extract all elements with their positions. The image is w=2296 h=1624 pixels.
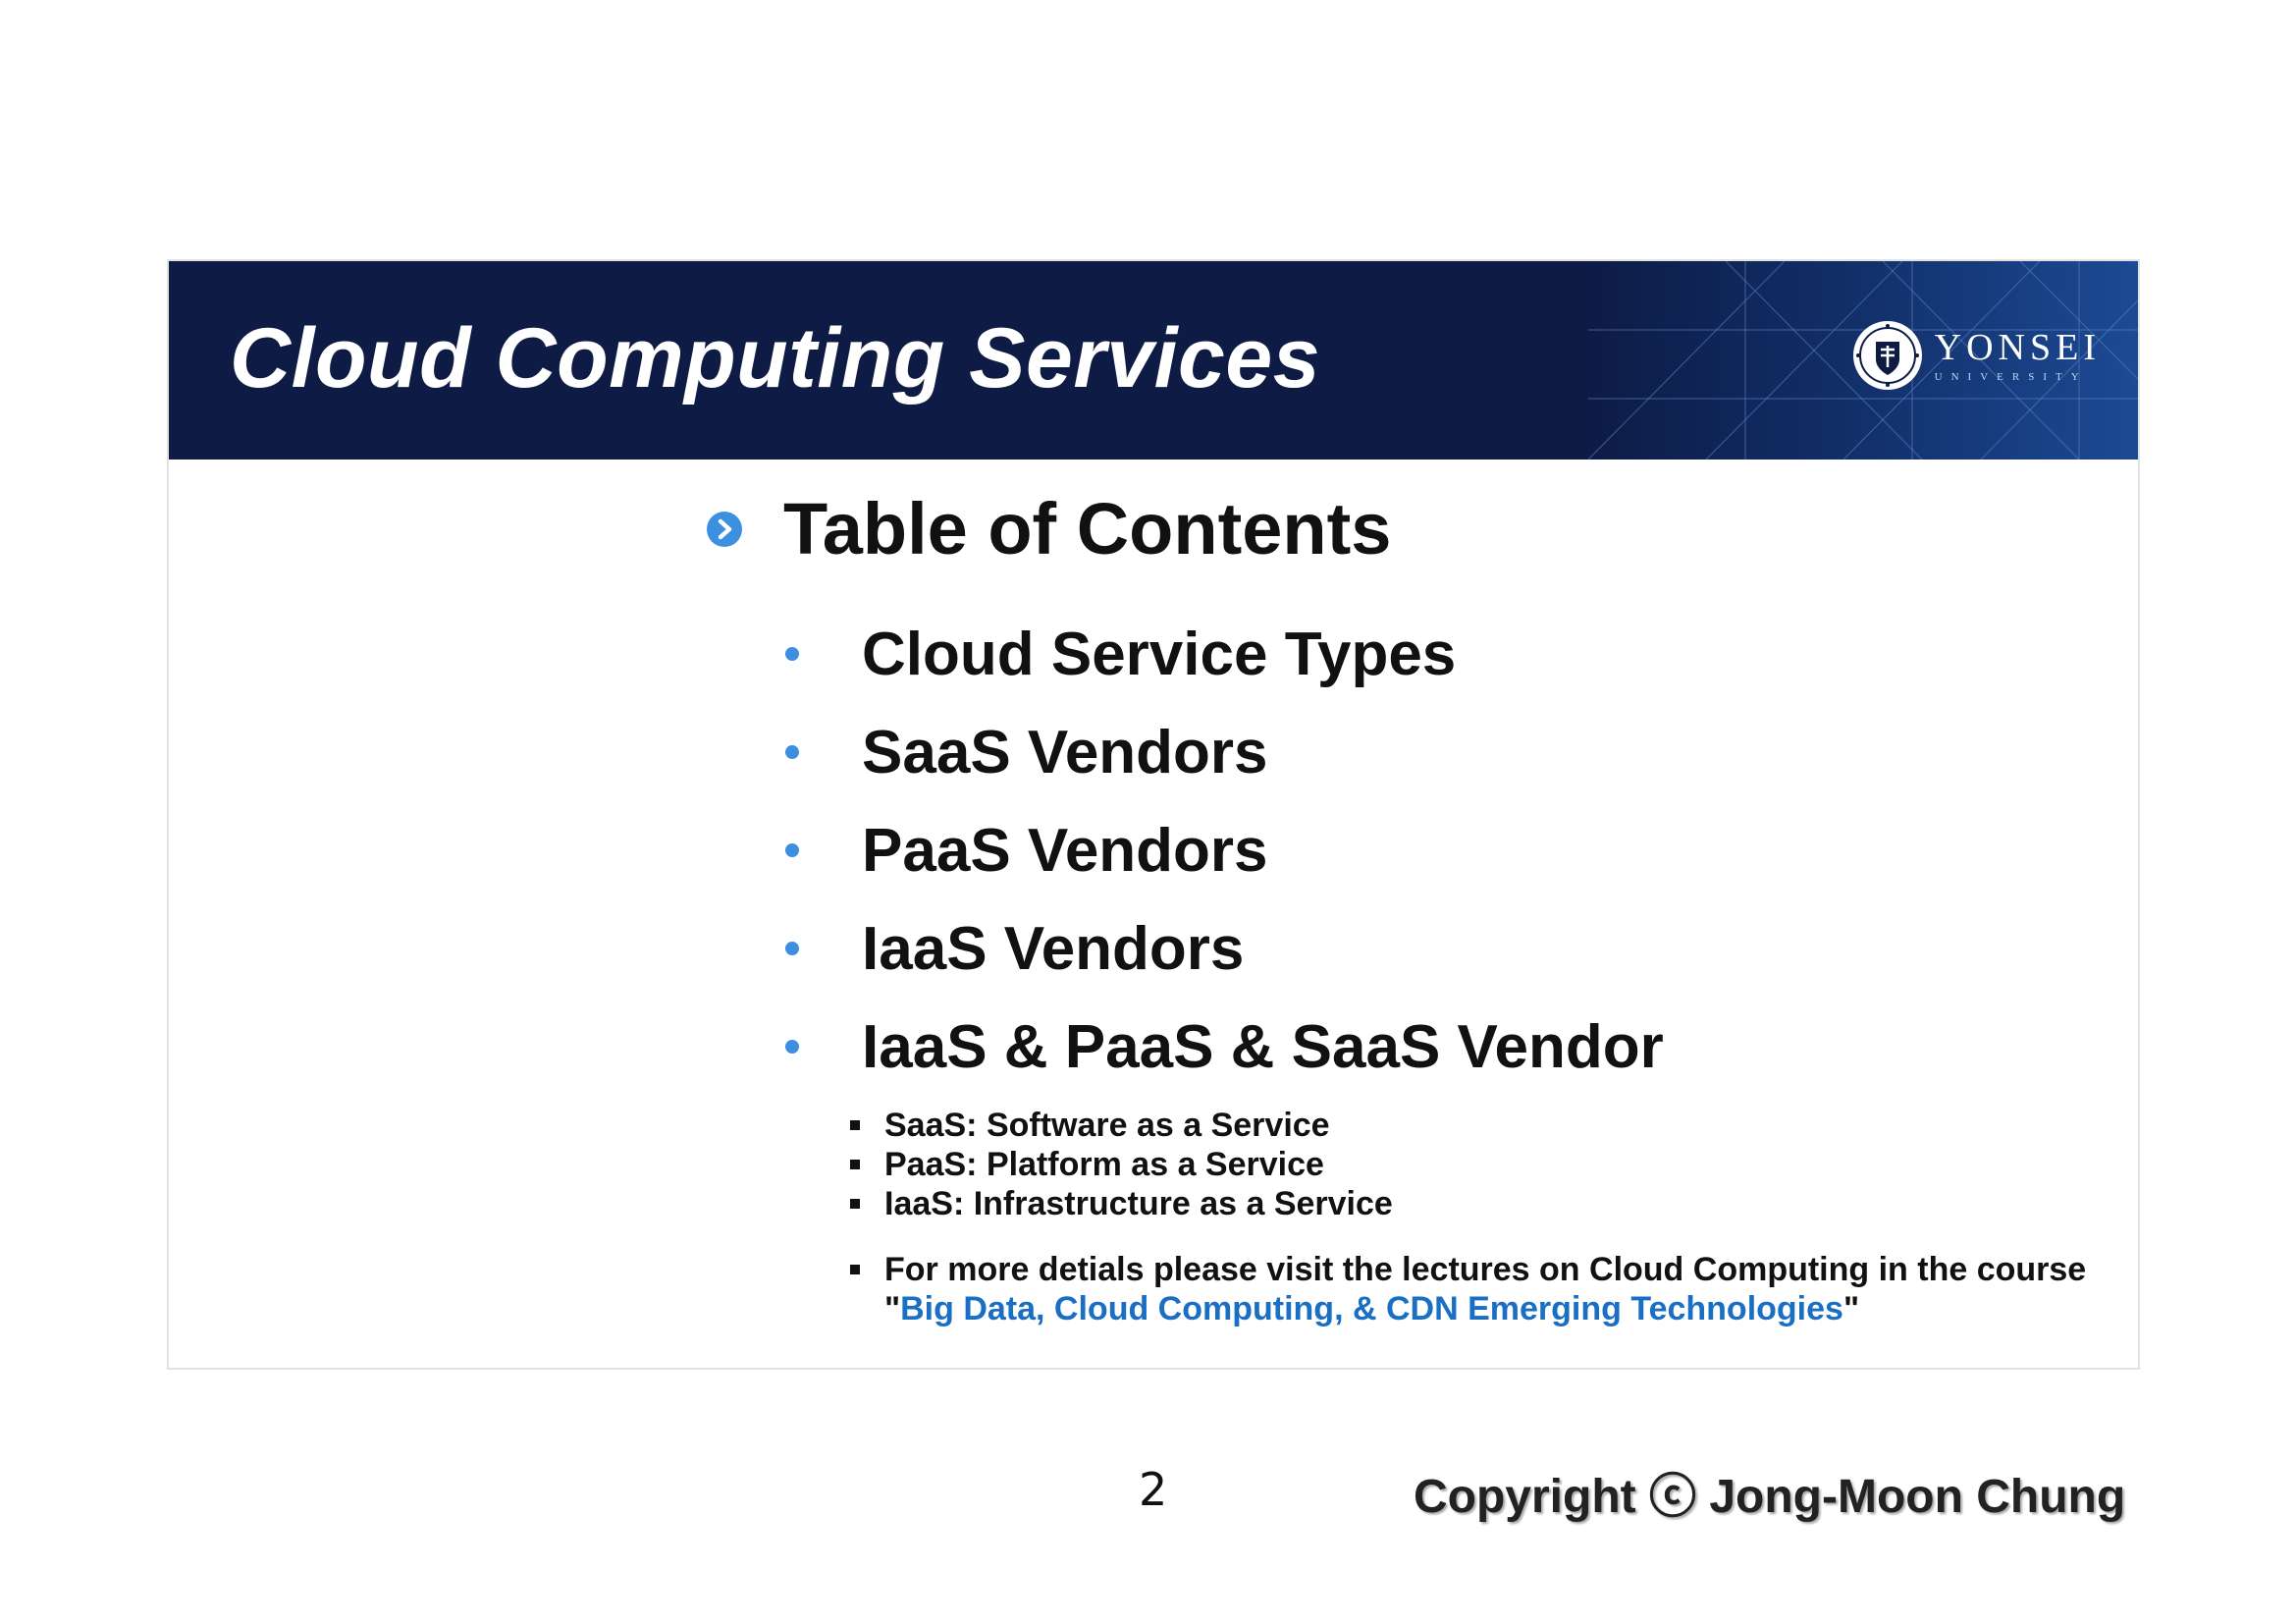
- quote-close: ": [1842, 1290, 1860, 1327]
- definition-item: IaaS: Infrastructure as a Service: [850, 1184, 2086, 1223]
- list-item: PaaS Vendors: [785, 801, 1664, 899]
- title-banner: Cloud Computing Services YONSEI UNIVERSI…: [169, 261, 2138, 460]
- list-item: SaaS Vendors: [785, 703, 1664, 801]
- list-item: Cloud Service Types: [785, 605, 1664, 703]
- square-bullet-icon: [850, 1199, 860, 1209]
- square-bullet-icon: [850, 1120, 860, 1130]
- bullet-dot-icon: [785, 1040, 799, 1054]
- logo-text: YONSEI UNIVERSITY: [1935, 329, 2101, 383]
- definition-item: PaaS: Platform as a Service: [850, 1145, 2086, 1184]
- definition-text: SaaS: Software as a Service: [884, 1107, 1330, 1144]
- bullet-dot-icon: [785, 745, 799, 759]
- slide: Cloud Computing Services YONSEI UNIVERSI…: [167, 259, 2140, 1370]
- banner-grid-decoration: [1588, 261, 2138, 460]
- list-item-label: Cloud Service Types: [862, 620, 1457, 688]
- list-item-label: IaaS & PaaS & SaaS Vendor: [862, 1012, 1664, 1081]
- definition-text: IaaS: Infrastructure as a Service: [884, 1185, 1393, 1222]
- definition-item: SaaS: Software as a Service: [850, 1106, 2086, 1145]
- more-info-item: For more detials please visit the lectur…: [850, 1250, 2086, 1328]
- slide-title: Cloud Computing Services: [230, 311, 1321, 406]
- toc-list: Cloud Service Types SaaS Vendors PaaS Ve…: [785, 605, 1664, 1096]
- university-logo: YONSEI UNIVERSITY: [1850, 318, 2101, 393]
- bullet-dot-icon: [785, 942, 799, 955]
- logo-subtitle: UNIVERSITY: [1934, 370, 2088, 383]
- notes-list: SaaS: Software as a Service PaaS: Platfo…: [850, 1106, 2086, 1328]
- list-item: IaaS Vendors: [785, 899, 1664, 998]
- toc-heading-row: Table of Contents: [705, 487, 1391, 570]
- more-info-text: For more detials please visit the lectur…: [884, 1250, 2086, 1328]
- list-item-label: IaaS Vendors: [862, 914, 1245, 983]
- page-number: 2: [1139, 1463, 1168, 1516]
- square-bullet-icon: [850, 1265, 860, 1274]
- logo-wordmark: YONSEI: [1934, 326, 2101, 368]
- copyright-notice: Copyright ⓒ Jong-Moon Chung: [1414, 1471, 2126, 1523]
- bullet-dot-icon: [785, 647, 799, 661]
- list-item-label: PaaS Vendors: [862, 816, 1268, 885]
- definition-text: PaaS: Platform as a Service: [884, 1146, 1324, 1183]
- toc-heading: Table of Contents: [783, 488, 1392, 569]
- chevron-circle-icon: [707, 511, 742, 547]
- bullet-dot-icon: [785, 843, 799, 857]
- square-bullet-icon: [850, 1160, 860, 1169]
- course-link[interactable]: Big Data, Cloud Computing, & CDN Emergin…: [900, 1290, 1843, 1327]
- quote-open: ": [884, 1290, 901, 1327]
- university-seal-icon: [1852, 321, 1922, 390]
- list-item: IaaS & PaaS & SaaS Vendor: [785, 998, 1664, 1096]
- more-info-line: For more detials please visit the lectur…: [884, 1251, 2087, 1288]
- list-item-label: SaaS Vendors: [862, 718, 1268, 786]
